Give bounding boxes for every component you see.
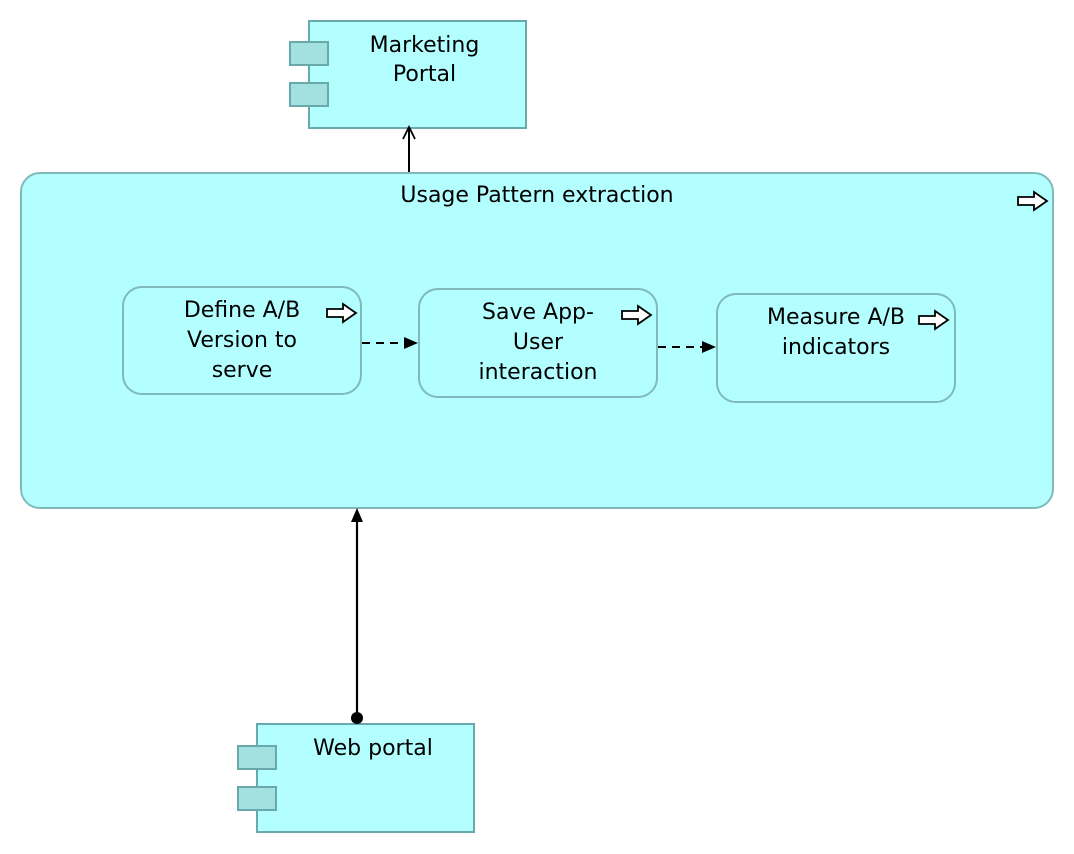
measure-ab-indicators-step[interactable]: Measure A/B indicators: [716, 293, 956, 403]
define-ab-version-label: Define A/B Version to serve: [183, 298, 301, 383]
component-tab-icon: [237, 745, 277, 770]
web-portal-label: Web portal: [313, 736, 433, 761]
save-app-user-interaction-step[interactable]: Save App- User interaction: [418, 288, 658, 398]
component-tab-icon: [289, 41, 329, 66]
marketing-portal-label: Marketing Portal: [369, 33, 480, 87]
serving-relation-marketing[interactable]: [402, 124, 416, 172]
define-ab-version-step[interactable]: Define A/B Version to serve: [122, 286, 362, 395]
process-arrow-icon: [326, 302, 358, 324]
process-arrow-icon: [621, 304, 653, 326]
process-arrow-icon: [918, 309, 950, 331]
component-tab-icon: [237, 786, 277, 811]
assignment-relation-web-portal[interactable]: [351, 508, 363, 724]
triggering-relation-2-3[interactable]: [658, 341, 716, 353]
triggering-relation-1-2[interactable]: [362, 337, 418, 349]
save-app-user-interaction-label: Save App- User interaction: [478, 300, 598, 385]
process-arrow-icon: [1017, 190, 1049, 212]
marketing-portal-component[interactable]: Marketing Portal: [308, 20, 527, 129]
usage-pattern-extraction-label: Usage Pattern extraction: [400, 183, 674, 208]
component-tab-icon: [289, 82, 329, 107]
measure-ab-indicators-label: Measure A/B indicators: [766, 305, 906, 360]
web-portal-component[interactable]: Web portal: [256, 723, 475, 833]
